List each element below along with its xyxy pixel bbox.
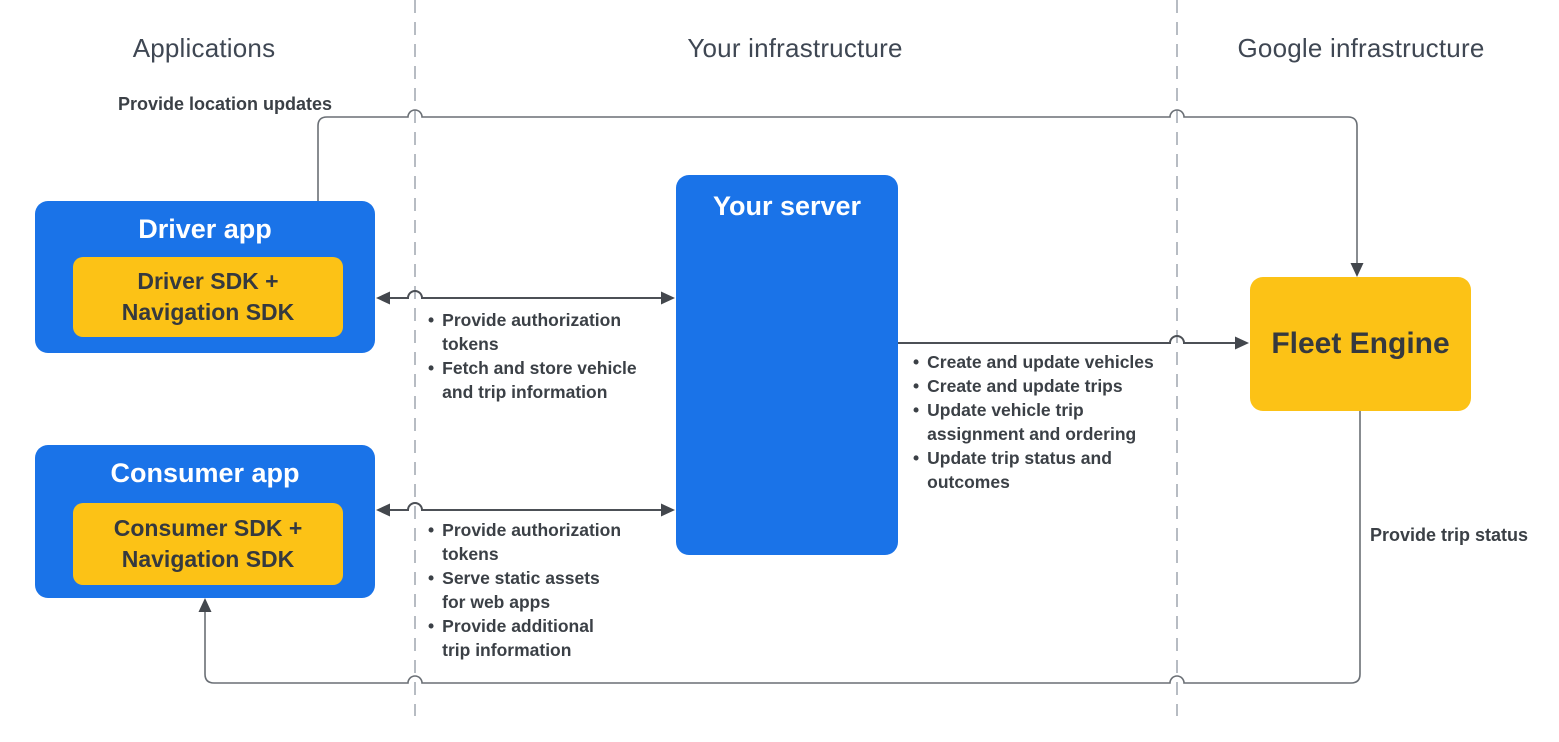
bullet-item: Update vehicle trip assignment and order… — [913, 398, 1178, 446]
bullet-text: Create and update vehicles — [927, 352, 1154, 372]
edge-label-provide-location-updates: Provide location updates — [118, 94, 333, 114]
arrowhead-fleet-left — [1235, 336, 1249, 350]
bullet-item: Serve static assets for web apps — [428, 566, 658, 614]
bullet-text: Update vehicle trip assignment and order… — [927, 400, 1137, 444]
bullet-item: Provide authorization tokens — [428, 518, 658, 566]
connector-server-fleet — [898, 335, 1236, 344]
arrowhead-driver-left — [376, 291, 390, 305]
bullet-text: Provide additional trip information — [442, 616, 594, 660]
bullet-text: Provide authorization tokens — [442, 310, 622, 354]
bullet-item: Update trip status and outcomes — [913, 446, 1178, 494]
bullet-text: Update trip status and outcomes — [927, 448, 1112, 492]
bullet-item: Provide authorization tokens — [428, 308, 658, 356]
fleet-engine-title: Fleet Engine — [1271, 327, 1450, 360]
arrowhead-consumer-bottom — [198, 598, 212, 612]
connector-driver-to-fleet — [317, 109, 1358, 263]
bullet-item: Fetch and store vehicle and trip informa… — [428, 356, 658, 404]
bullet-item: Create and update vehicles — [913, 350, 1178, 374]
arrowhead-server-left-top — [661, 291, 675, 305]
connector-driver-server — [389, 290, 662, 299]
consumer-sdk-node: Consumer SDK + Navigation SDK — [73, 503, 343, 585]
column-header-your-infrastructure: Your infrastructure — [687, 33, 903, 63]
bullet-text: Fetch and store vehicle and trip informa… — [442, 358, 637, 402]
connector-fleet-to-consumer — [204, 411, 1361, 684]
column-header-applications: Applications — [132, 33, 276, 63]
connector-consumer-server — [389, 502, 662, 511]
your-server-title: Your server — [712, 191, 862, 221]
driver-sdk-node: Driver SDK + Navigation SDK — [73, 257, 343, 337]
driver-app-title: Driver app — [138, 214, 272, 244]
bullet-text: Provide authorization tokens — [442, 520, 622, 564]
driver-app-node: Driver app Driver SDK + Navigation SDK — [35, 201, 375, 353]
arrowhead-consumer-left — [376, 503, 390, 517]
bullet-item: Create and update trips — [913, 374, 1178, 398]
consumer-app-title: Consumer app — [110, 458, 300, 488]
your-server-node: Your server — [676, 175, 898, 555]
bullet-text: Serve static assets for web apps — [442, 568, 600, 612]
edge-label-provide-trip-status: Provide trip status — [1370, 525, 1529, 545]
fleet-engine-node: Fleet Engine — [1250, 277, 1471, 411]
driver-server-bullet-list: Provide authorization tokens Fetch and s… — [428, 308, 658, 404]
consumer-app-node: Consumer app Consumer SDK + Navigation S… — [35, 445, 375, 598]
bullet-text: Create and update trips — [927, 376, 1123, 396]
consumer-server-bullet-list: Provide authorization tokens Serve stati… — [428, 518, 658, 662]
column-header-google-infrastructure: Google infrastructure — [1237, 33, 1485, 63]
arrowhead-server-left-bottom — [661, 503, 675, 517]
bullet-item: Provide additional trip information — [428, 614, 658, 662]
arrowhead-fleet-top — [1350, 263, 1364, 277]
server-fleet-bullet-list: Create and update vehicles Create and up… — [913, 350, 1178, 494]
